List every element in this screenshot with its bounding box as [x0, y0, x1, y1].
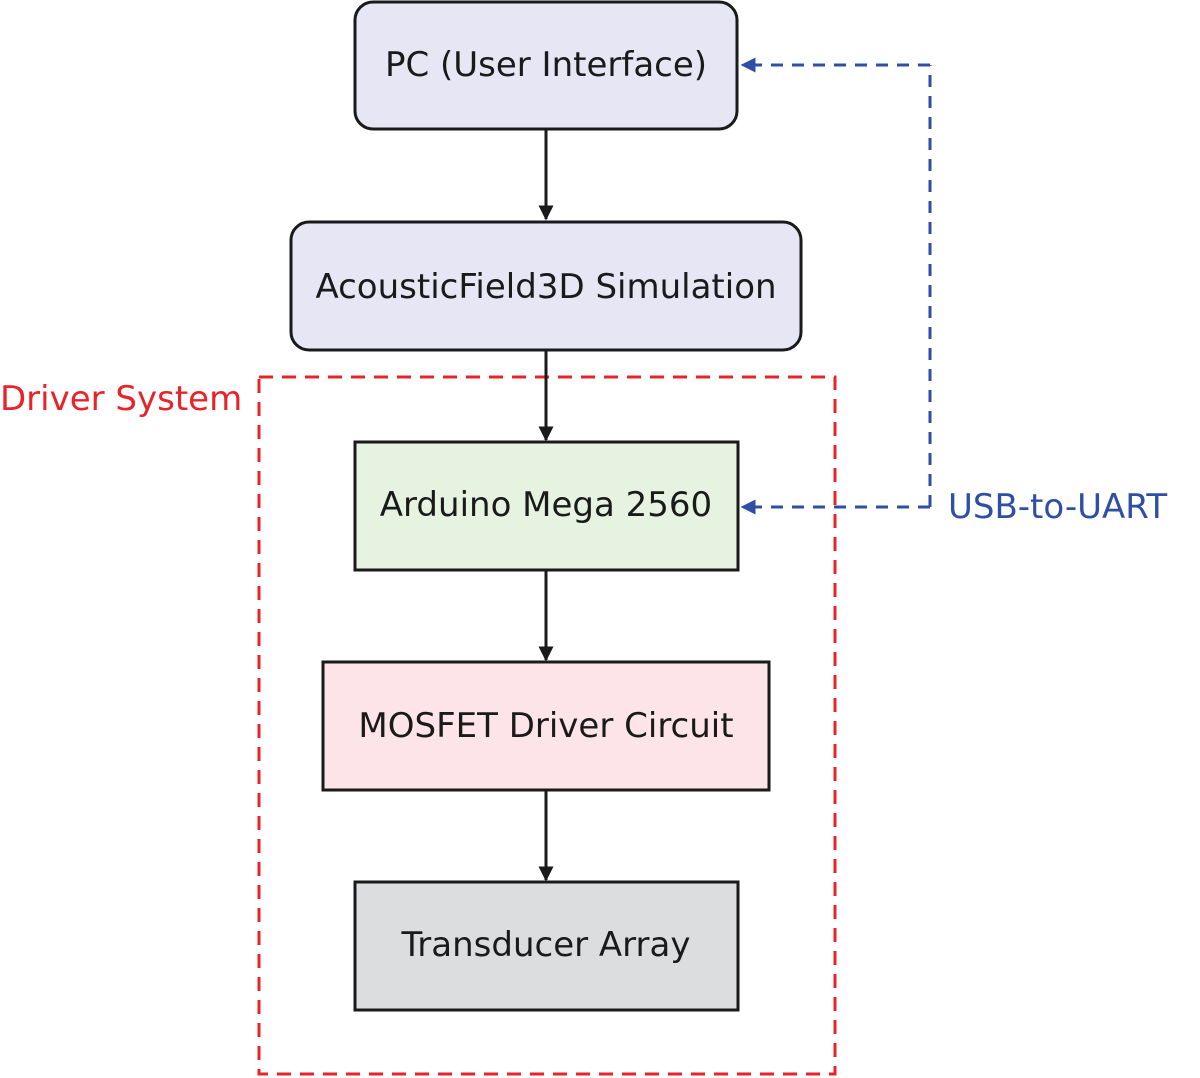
arduino-node-label: Arduino Mega 2560 [380, 485, 712, 525]
transducer-node: Transducer Array [353, 880, 740, 1012]
mosfet-node-label: MOSFET Driver Circuit [358, 706, 733, 746]
simulation-node: AcousticField3D Simulation [289, 220, 803, 352]
usb-uart-label: USB-to-UART [948, 487, 1167, 527]
pc-node: PC (User Interface) [353, 0, 739, 131]
simulation-node-label: AcousticField3D Simulation [315, 267, 776, 307]
mosfet-node: MOSFET Driver Circuit [321, 660, 771, 792]
driver-system-label: Driver System [0, 379, 242, 419]
transducer-node-label: Transducer Array [401, 925, 691, 965]
pc-node-label: PC (User Interface) [385, 45, 707, 85]
arduino-node: Arduino Mega 2560 [353, 440, 740, 572]
